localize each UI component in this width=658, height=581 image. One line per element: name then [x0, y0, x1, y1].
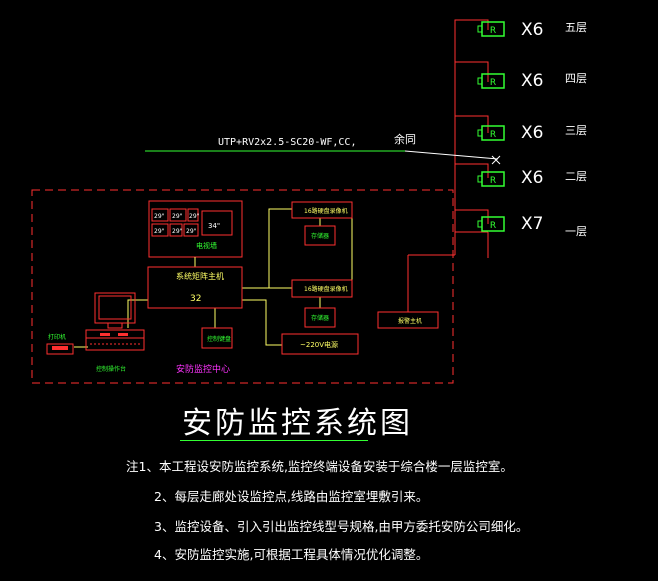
alarm-host-label: 报警主机 — [398, 317, 422, 325]
matrix-host-number: 32 — [190, 294, 201, 304]
keyboard-box-label: 控制键盘 — [207, 335, 231, 343]
floor-branch-4 — [455, 61, 489, 82]
monitor-wall-label: 电视墙 — [196, 241, 217, 250]
console-label: 控制操作台 — [96, 365, 126, 373]
floor-branch-1 — [455, 209, 489, 258]
screen-label-4: 29" — [154, 228, 165, 235]
printer-label: 打印机 — [48, 333, 66, 341]
storage-top: 存储器 — [304, 225, 336, 246]
floor-name-4: 四层 — [565, 72, 587, 85]
floor-name-1: 一层 — [565, 225, 587, 238]
printer-icon: 打印机 — [46, 333, 74, 355]
floor-branch-2 — [455, 163, 489, 178]
camera-glyph: R — [490, 130, 496, 140]
alarm-host-box: 报警主机 — [377, 311, 439, 329]
matrix-host-label: 系统矩阵主机 — [176, 271, 224, 281]
floor-name-5: 五层 — [565, 21, 587, 34]
screen-label-1: 29" — [154, 213, 165, 220]
riser-cable — [454, 28, 488, 233]
floor-branch-5 — [454, 19, 489, 30]
power-supply-box: ~220V电源 — [281, 333, 359, 355]
signal-links — [74, 208, 353, 348]
floor-count-4: X6 — [521, 71, 543, 91]
screen-label-3: 29" — [189, 213, 200, 220]
dvr-bottom-label: 16路硬盘录像机 — [304, 285, 348, 293]
screen-label-5: 29" — [172, 228, 183, 235]
storage-bottom-label: 存储器 — [311, 314, 329, 322]
camera-icon-4: R — [477, 73, 505, 89]
floor-branch-3 — [455, 115, 489, 133]
camera-icon-2: R — [477, 171, 505, 187]
note-3: 3、监控设备、引入引出监控线型号规格,由甲方委托安防公司细化。 — [154, 519, 529, 534]
dvr-top-label: 16路硬盘录像机 — [304, 207, 348, 215]
cable-spec-label: UTP+RV2x2.5-SC20-WF,CC, — [218, 137, 356, 148]
storage-top-label: 存储器 — [311, 232, 329, 240]
floor-count-5: X6 — [521, 20, 543, 40]
title-underline — [180, 440, 368, 441]
operator-console-icon: 控制操作台 — [85, 292, 145, 373]
note-4: 4、安防监控实施,可根据工程具体情况优化调整。 — [154, 547, 429, 562]
camera-glyph: R — [490, 221, 496, 231]
camera-glyph: R — [490, 176, 496, 186]
cable-note-label: 余同 — [394, 132, 416, 146]
camera-icon-3: R — [477, 125, 505, 141]
note-2: 2、每层走廊处设监控点,线路由监控室埋敷引来。 — [154, 489, 429, 504]
screen-label-2: 29" — [172, 213, 183, 220]
floor-count-3: X6 — [521, 123, 543, 143]
cross-mark — [491, 155, 501, 165]
monitoring-center-label: 安防监控中心 — [176, 363, 230, 375]
camera-glyph: R — [490, 26, 496, 36]
note-1: 注1、本工程设安防监控系统,监控终端设备安装于综合楼一层监控室。 — [126, 459, 513, 474]
monitor-wall: 29" 29" 29" 29" 29" 29" 34" 电视墙 — [148, 200, 243, 258]
control-keyboard-box: 控制键盘 — [201, 327, 233, 349]
floor-count-1: X7 — [521, 214, 543, 234]
dvr-top: 16路硬盘录像机 — [291, 201, 353, 219]
dvr-bottom: 16路硬盘录像机 — [291, 279, 353, 298]
cable-note-leader — [404, 150, 499, 160]
camera-glyph: R — [490, 78, 496, 88]
floor-name-2: 二层 — [565, 170, 587, 183]
floor-count-2: X6 — [521, 168, 543, 188]
floor-name-3: 三层 — [565, 124, 587, 137]
big-screen-label: 34" — [208, 222, 220, 230]
monitoring-center-boundary — [31, 189, 454, 384]
power-box-label: ~220V电源 — [300, 340, 338, 349]
storage-bottom: 存储器 — [304, 307, 336, 328]
diagram-title: 安防监控系统图 — [182, 406, 413, 441]
matrix-host: 系统矩阵主机 32 — [147, 266, 243, 309]
camera-icon-5: R — [477, 21, 505, 37]
screen-label-6: 29" — [186, 228, 197, 235]
camera-icon-1: R — [477, 216, 505, 232]
